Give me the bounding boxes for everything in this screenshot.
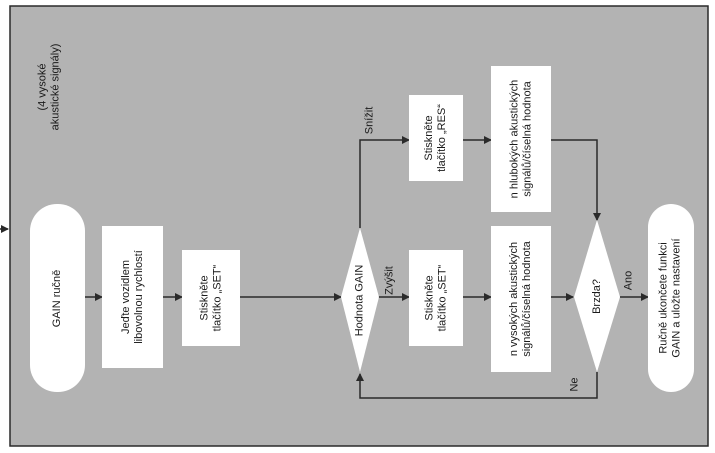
connector-low-brake <box>551 139 601 221</box>
end-terminator-shape <box>648 204 694 392</box>
decision-brake-shape <box>574 220 620 372</box>
decision-gain-shape <box>341 228 379 372</box>
connector-lower <box>359 136 410 228</box>
decision-brake: Brzda? <box>590 278 603 314</box>
start-terminator: GAIN ručně <box>51 269 63 327</box>
connector-no-loop <box>356 372 598 399</box>
label-yes: Ano <box>622 270 635 291</box>
start-terminator-shape <box>30 204 85 392</box>
decision-gain: Hodnota GAIN <box>353 264 366 336</box>
label-raise: Zvýšit <box>383 266 396 295</box>
label-lower: Snížit <box>363 106 376 135</box>
label-no: Ne <box>568 377 581 392</box>
